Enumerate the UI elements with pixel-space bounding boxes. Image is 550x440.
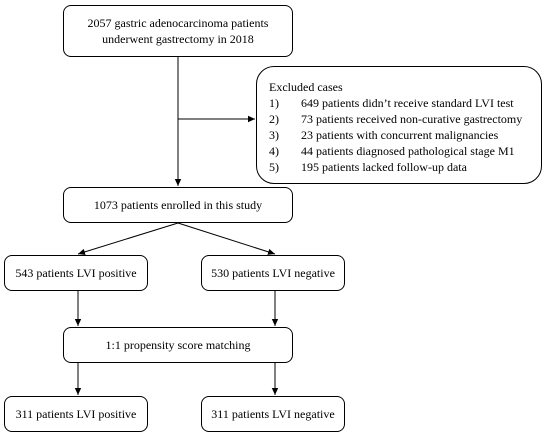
lvi-positive-box: 543 patients LVI positive xyxy=(4,255,148,291)
lvi-negative-text: 530 patients LVI negative xyxy=(211,266,335,280)
initial-cohort-line-2: underwent gastrectomy in 2018 xyxy=(102,32,254,46)
excluded-item-text: 44 patients diagnosed pathological stage… xyxy=(301,144,515,158)
excluded-item-number: 3) xyxy=(269,128,279,142)
excluded-item: 3) 23 patients with concurrent malignanc… xyxy=(269,127,541,143)
excluded-item-text: 73 patients received non-curative gastre… xyxy=(301,112,523,126)
propensity-matching-text: 1:1 propensity score matching xyxy=(105,338,251,352)
excluded-cases-box: Excluded cases 1) 649 patients didn’t re… xyxy=(256,66,542,184)
excluded-item-text: 23 patients with concurrent malignancies xyxy=(301,128,499,142)
matched-lvi-negative-box: 311 patients LVI negative xyxy=(201,396,345,432)
excluded-cases-list: 1) 649 patients didn’t receive standard … xyxy=(269,95,541,175)
arrow-enrolled-to-lvi-positive xyxy=(77,222,179,255)
propensity-matching-box: 1:1 propensity score matching xyxy=(63,327,293,363)
excluded-item: 2) 73 patients received non-curative gas… xyxy=(269,111,541,127)
enrolled-text: 1073 patients enrolled in this study xyxy=(93,198,263,212)
lvi-negative-box: 530 patients LVI negative xyxy=(201,255,345,291)
lvi-positive-text: 543 patients LVI positive xyxy=(15,266,137,280)
arrow-enrolled-to-lvi-negative xyxy=(177,222,276,255)
excluded-item-number: 2) xyxy=(269,112,279,126)
excluded-item: 4) 44 patients diagnosed pathological st… xyxy=(269,143,541,159)
excluded-cases-header: Excluded cases xyxy=(269,80,343,94)
matched-lvi-positive-text: 311 patients LVI positive xyxy=(15,407,137,421)
excluded-item: 1) 649 patients didn’t receive standard … xyxy=(269,95,541,111)
enrolled-box: 1073 patients enrolled in this study xyxy=(63,187,293,223)
matched-lvi-positive-box: 311 patients LVI positive xyxy=(4,396,148,432)
matched-lvi-negative-text: 311 patients LVI negative xyxy=(211,407,335,421)
excluded-item-text: 649 patients didn’t receive standard LVI… xyxy=(301,96,514,110)
excluded-item-number: 5) xyxy=(269,160,279,174)
excluded-item-number: 4) xyxy=(269,144,279,158)
excluded-item-text: 195 patients lacked follow-up data xyxy=(301,160,467,174)
excluded-item: 5) 195 patients lacked follow-up data xyxy=(269,159,541,175)
initial-cohort-box: 2057 gastric adenocarcinoma patients und… xyxy=(63,5,293,57)
initial-cohort-line-1: 2057 gastric adenocarcinoma patients xyxy=(87,16,269,30)
excluded-item-number: 1) xyxy=(269,96,279,110)
